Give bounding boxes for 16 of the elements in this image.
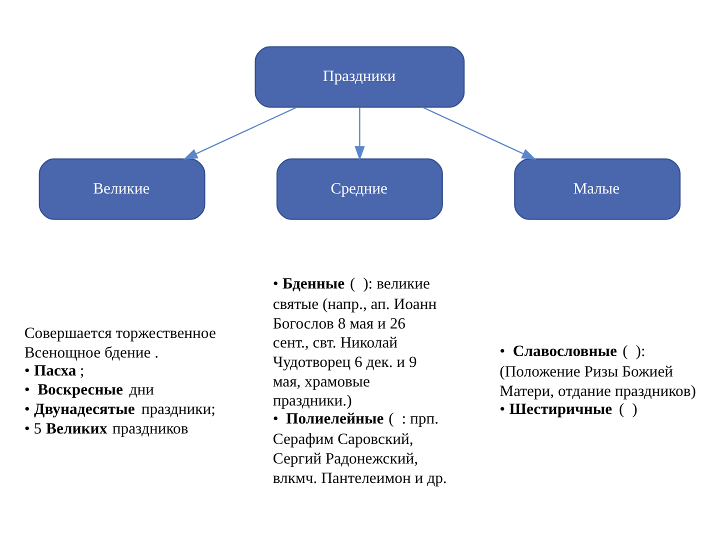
node-label: • Славословные ( ): (Положение Ризы Божией Матери, отдание праздников): [500, 343, 696, 400]
node-label: Совершается торжественное Всенощное бдение .: [24, 325, 216, 362]
node-label: • Бденные ( ): великие святые (напр., ап. Иоанн Богослов 8 мая и 26 сент., свт. Николай Чудотворец 6 дек. и 9 мая, храмовые праздники.): [272, 276, 437, 410]
node-box: Великие: [38, 158, 206, 220]
node-box: Праздники: [254, 46, 465, 108]
node-label: • Пасха;: [24, 362, 84, 380]
node-label: • Двунадесятые праздники;: [24, 401, 216, 418]
node-box: Малые: [514, 158, 681, 220]
arrow: [422, 106, 536, 160]
arrow: [354, 108, 365, 161]
arrow: [183, 106, 298, 160]
node-label: • 5 Великих праздников: [24, 420, 188, 438]
node-label: • Воскресные дни: [24, 382, 154, 399]
node-label: • Полиелейные ( : прп. Серафим Саровский, Сергий Радонежский, влкмч. Пантелеимон и др.: [272, 410, 447, 487]
node-label: • Шестиричные ( ): [500, 401, 638, 418]
node-box: Средние: [276, 158, 443, 220]
